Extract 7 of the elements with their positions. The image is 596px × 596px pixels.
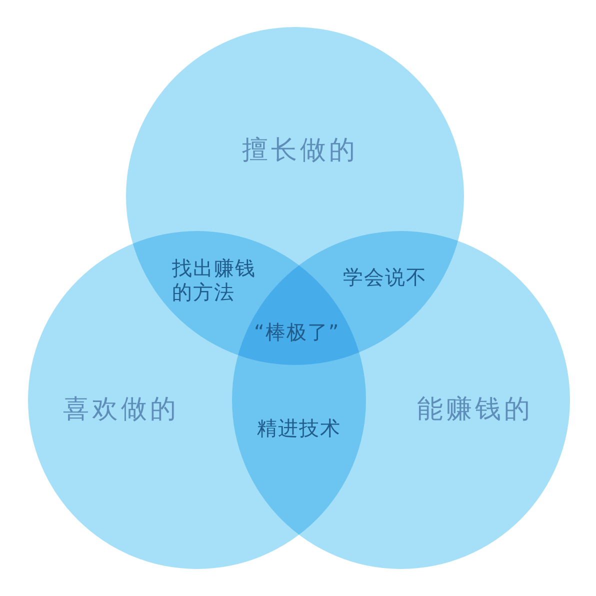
circle-label: 能赚钱的 xyxy=(417,396,533,424)
circle-label: 擅长做的 xyxy=(242,136,358,166)
region-label: 精进技术 xyxy=(257,416,342,440)
region-label: 找出赚钱的方法 xyxy=(172,256,257,304)
region-label: 学会说不 xyxy=(343,265,428,289)
circle-label: 喜欢做的 xyxy=(63,396,179,424)
region-label: “棒极了” xyxy=(254,320,341,344)
